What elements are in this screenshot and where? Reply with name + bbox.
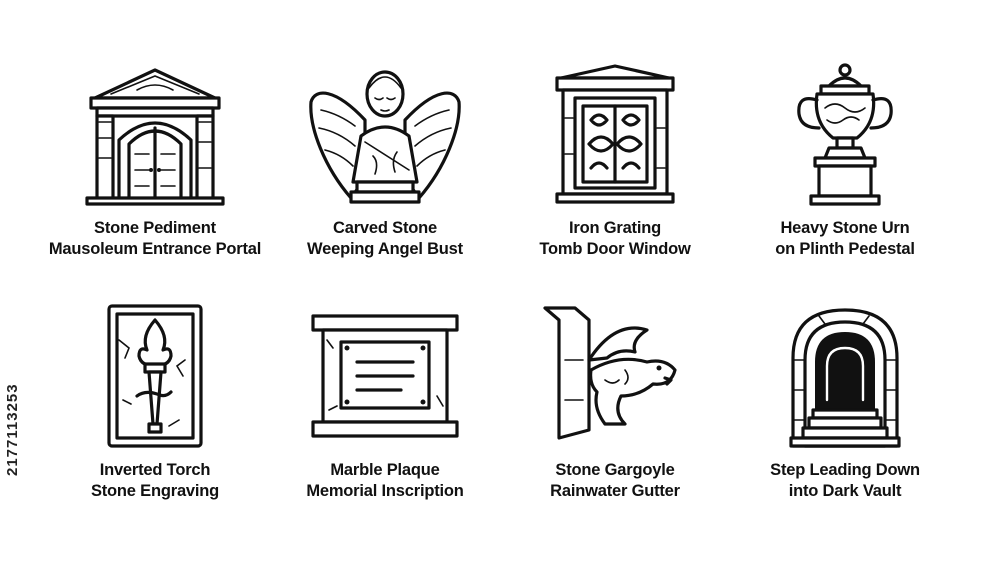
caption-line-2: Tomb Door Window (539, 240, 691, 258)
icon-card-plaque: Marble Plaque Memorial Inscription (270, 292, 500, 534)
caption-line-1: Heavy Stone Urn (780, 219, 910, 237)
caption-line-2: Weeping Angel Bust (307, 240, 463, 258)
icon-caption: Step Leading Down into Dark Vault (770, 460, 920, 502)
caption-line-2: Mausoleum Entrance Portal (48, 240, 262, 258)
weeping-angel-bust-icon (305, 58, 465, 208)
caption-line-1: Carved Stone (333, 219, 437, 237)
icon-card-urn: Heavy Stone Urn on Plinth Pedestal (730, 50, 960, 292)
caption-line-1: Iron Grating (568, 219, 661, 237)
caption-line-2: on Plinth Pedestal (775, 240, 915, 258)
icon-caption: Carved Stone Weeping Angel Bust (307, 218, 463, 260)
caption-line-1: Stone Pediment (94, 219, 216, 237)
icon-caption: Iron Grating Tomb Door Window (539, 218, 690, 260)
icon-card-angel: Carved Stone Weeping Angel Bust (270, 50, 500, 292)
icon-caption: Stone Pediment Mausoleum Entrance Portal (48, 218, 262, 260)
icon-caption: Marble Plaque Memorial Inscription (306, 460, 464, 502)
marble-plaque-icon (305, 300, 465, 450)
caption-line-2: Rainwater Gutter (550, 482, 680, 500)
inverted-torch-icon (75, 300, 235, 450)
iron-grating-door-icon (535, 58, 695, 208)
icon-caption: Stone Gargoyle Rainwater Gutter (550, 460, 680, 502)
icon-card-vault: Step Leading Down into Dark Vault (730, 292, 960, 534)
icon-grid: Stone Pediment Mausoleum Entrance Portal… (40, 50, 960, 520)
caption-line-1: Inverted Torch (99, 461, 211, 479)
caption-line-2: Stone Engraving (90, 482, 220, 500)
stone-urn-icon (765, 58, 925, 208)
icon-card-iron-grating: Iron Grating Tomb Door Window (500, 50, 730, 292)
caption-line-1: Marble Plaque (330, 461, 440, 479)
icon-card-gargoyle: Stone Gargoyle Rainwater Gutter (500, 292, 730, 534)
vault-steps-icon (765, 300, 925, 450)
caption-line-1: Step Leading Down (770, 461, 920, 479)
mausoleum-entrance-icon (75, 58, 235, 208)
caption-line-2: Memorial Inscription (306, 482, 464, 500)
icon-card-torch: Inverted Torch Stone Engraving (40, 292, 270, 534)
caption-line-2: into Dark Vault (788, 482, 902, 500)
gargoyle-gutter-icon (535, 300, 695, 450)
icon-card-mausoleum: Stone Pediment Mausoleum Entrance Portal (40, 50, 270, 292)
icon-caption: Heavy Stone Urn on Plinth Pedestal (775, 218, 915, 260)
stock-id-label: 2177113253 (4, 383, 21, 477)
caption-line-1: Stone Gargoyle (555, 461, 675, 479)
icon-caption: Inverted Torch Stone Engraving (91, 460, 219, 502)
